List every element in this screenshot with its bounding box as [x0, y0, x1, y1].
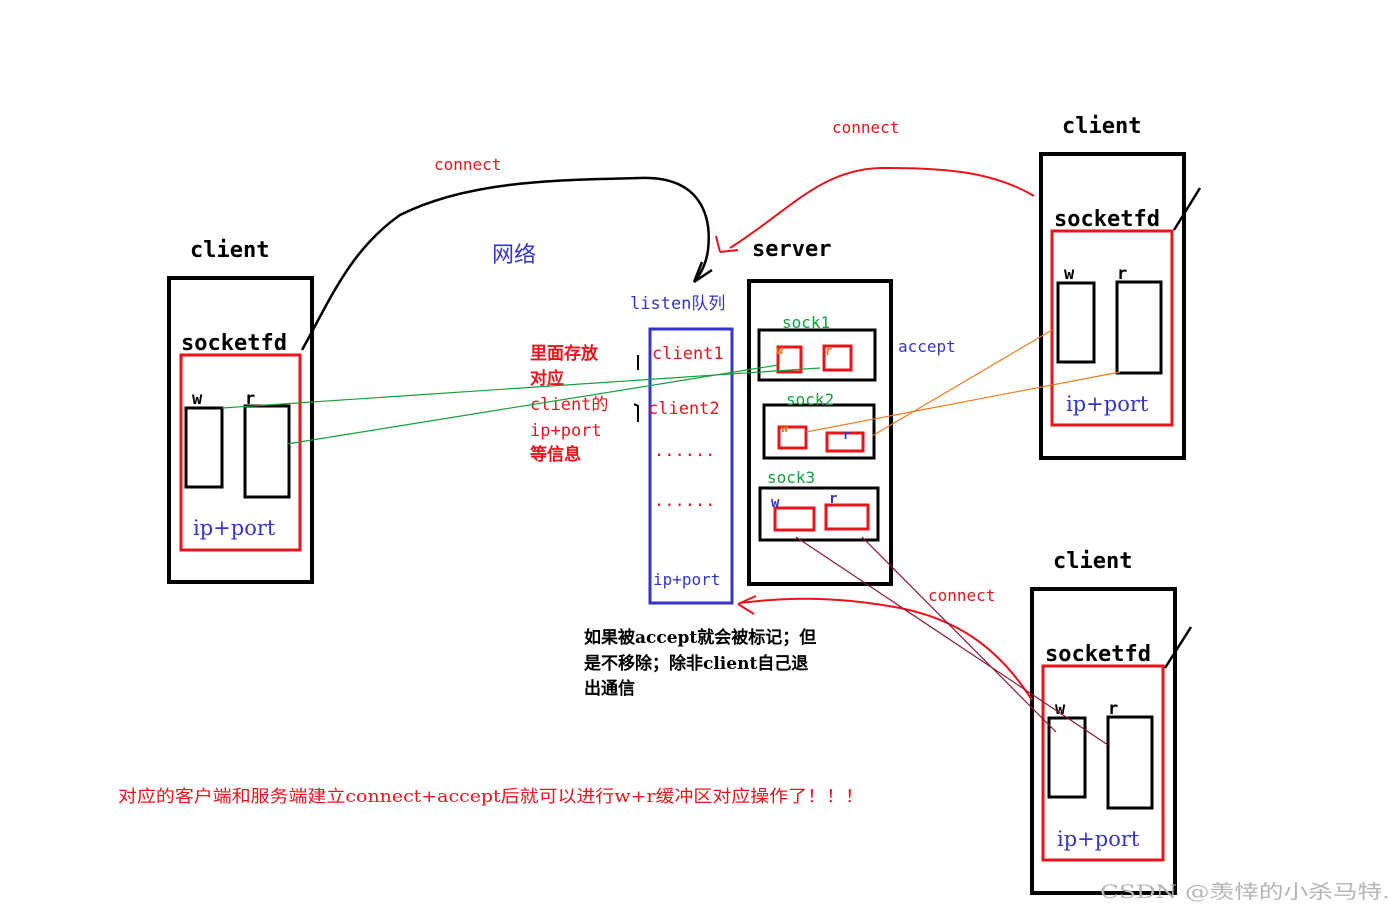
sock1-w-buffer: [776, 345, 803, 374]
connect-arrowhead-left: [692, 261, 713, 284]
left-r-label: r: [245, 389, 255, 409]
bracket-mark-2: [633, 403, 639, 422]
bottom-right-tick: [1163, 626, 1193, 669]
connect-label-top: connect: [832, 118, 899, 137]
connect-curve-bottom: [739, 597, 1033, 701]
connect-arrowhead-top: [715, 235, 739, 253]
listen-queue-label: listen队列: [630, 294, 725, 314]
left-client: client socketfd w r ip+port: [167, 238, 314, 584]
sock1-r-label: r: [825, 344, 832, 358]
note-line-3: client的: [530, 395, 608, 415]
bottom-right-client: client socketfd w r ip+port: [1030, 549, 1193, 895]
bottom-right-client-box: [1030, 587, 1177, 895]
orange-link-w: [871, 329, 1053, 437]
left-r-buffer: [243, 404, 291, 499]
queue-client1: client1: [652, 344, 724, 364]
sock1-w-label: w: [776, 343, 784, 357]
left-socketfd-label: socketfd: [181, 331, 287, 356]
listen-queue-box: [648, 327, 734, 605]
green-link-r: [286, 364, 779, 445]
bottom-right-socketfd-box: [1041, 664, 1165, 862]
bottom-right-w-label: w: [1055, 699, 1066, 719]
top-right-w-label: w: [1064, 264, 1075, 284]
sock1-label: sock1: [782, 313, 830, 332]
top-right-r-buffer: [1115, 280, 1163, 375]
network-label: 网络: [492, 243, 536, 268]
server-box: [747, 279, 893, 586]
server-label: server: [752, 237, 831, 262]
listen-queue: listen队列 client1 client2 ...... ...... i…: [630, 294, 734, 605]
sock2-w-buffer: [777, 425, 808, 450]
note-line-1: 里面存放: [530, 343, 599, 364]
bottom-right-socketfd-label: socketfd: [1045, 642, 1151, 667]
sock3-label: sock3: [767, 468, 815, 487]
accept-note-line-3: 出通信: [584, 678, 635, 699]
top-right-socketfd-label: socketfd: [1054, 207, 1160, 232]
accept-note-line-2: 是不移除；除非client自己退: [584, 653, 808, 674]
queue-client2: client2: [648, 399, 720, 419]
sock3-box: [758, 486, 880, 542]
top-right-w-buffer: [1056, 281, 1096, 364]
accept-note-line-1: 如果被accept就会被标记；但: [584, 627, 816, 648]
connect-label-left: connect: [434, 155, 501, 174]
maroon-link-r: [861, 536, 1057, 733]
sock2-r-buffer: [825, 431, 865, 453]
note-line-5: 等信息: [530, 444, 581, 465]
sock3-r-buffer: [824, 503, 870, 531]
sock2-w-label: w: [781, 421, 789, 435]
bottom-right-client-label: client: [1053, 549, 1132, 574]
orange-link-r: [805, 371, 1121, 433]
accept-note: 如果被accept就会被标记；但 是不移除；除非client自己退 出通信: [584, 627, 816, 699]
left-w-label: w: [192, 389, 203, 409]
left-w-buffer: [184, 406, 224, 489]
queue-ipport: ip+port: [653, 570, 720, 589]
sock2-r-label: r: [843, 428, 850, 442]
sock1-r-buffer: [822, 344, 853, 372]
bottom-right-r-label: r: [1108, 699, 1118, 719]
connect-curve-top: [729, 166, 1035, 249]
sock2-label: sock2: [786, 390, 834, 409]
buffer-links: [221, 329, 1121, 746]
maroon-link-w: [795, 536, 1109, 746]
top-right-r-label: r: [1117, 264, 1127, 284]
connect-arrowhead-bottom: [737, 595, 757, 615]
top-right-socketfd-box: [1050, 229, 1174, 427]
note-line-4: ip+port: [530, 421, 602, 441]
top-right-client-box: [1039, 152, 1186, 460]
accept-label: accept: [898, 337, 956, 356]
left-client-box: [167, 276, 314, 584]
connect-label-bottom: connect: [928, 586, 995, 605]
bottom-right-r-buffer: [1106, 715, 1154, 810]
note-line-2: 对应: [530, 368, 564, 389]
top-right-client-label: client: [1062, 114, 1141, 139]
queue-note: 里面存放 对应 client的 ip+port 等信息: [530, 343, 608, 465]
top-right-tick: [1172, 187, 1202, 231]
top-right-client: client socketfd w r ip+port: [1039, 114, 1202, 460]
queue-dots-1: ......: [654, 441, 715, 461]
sock3-w-buffer: [773, 506, 816, 532]
left-socketfd-box: [179, 353, 302, 552]
left-client-label: client: [190, 238, 269, 263]
top-right-ipport-label: ip+port: [1066, 392, 1149, 416]
left-ipport-label: ip+port: [193, 516, 276, 540]
server: server sock1 w r sock2 w r sock3 w r: [747, 237, 893, 586]
sock1-box: [757, 328, 877, 382]
summary-text: 对应的客户端和服务端建立connect+accept后就可以进行w+r缓冲区对应…: [118, 787, 864, 807]
bottom-right-ipport-label: ip+port: [1057, 827, 1140, 851]
watermark: CSDN @羡悻的小杀马特.: [1100, 881, 1390, 903]
sock3-r-label: r: [829, 491, 837, 507]
sock2-box: [762, 403, 876, 460]
queue-dots-2: ......: [654, 491, 715, 511]
connect-curve-left: [300, 176, 710, 351]
sock3-w-label: w: [771, 495, 780, 511]
